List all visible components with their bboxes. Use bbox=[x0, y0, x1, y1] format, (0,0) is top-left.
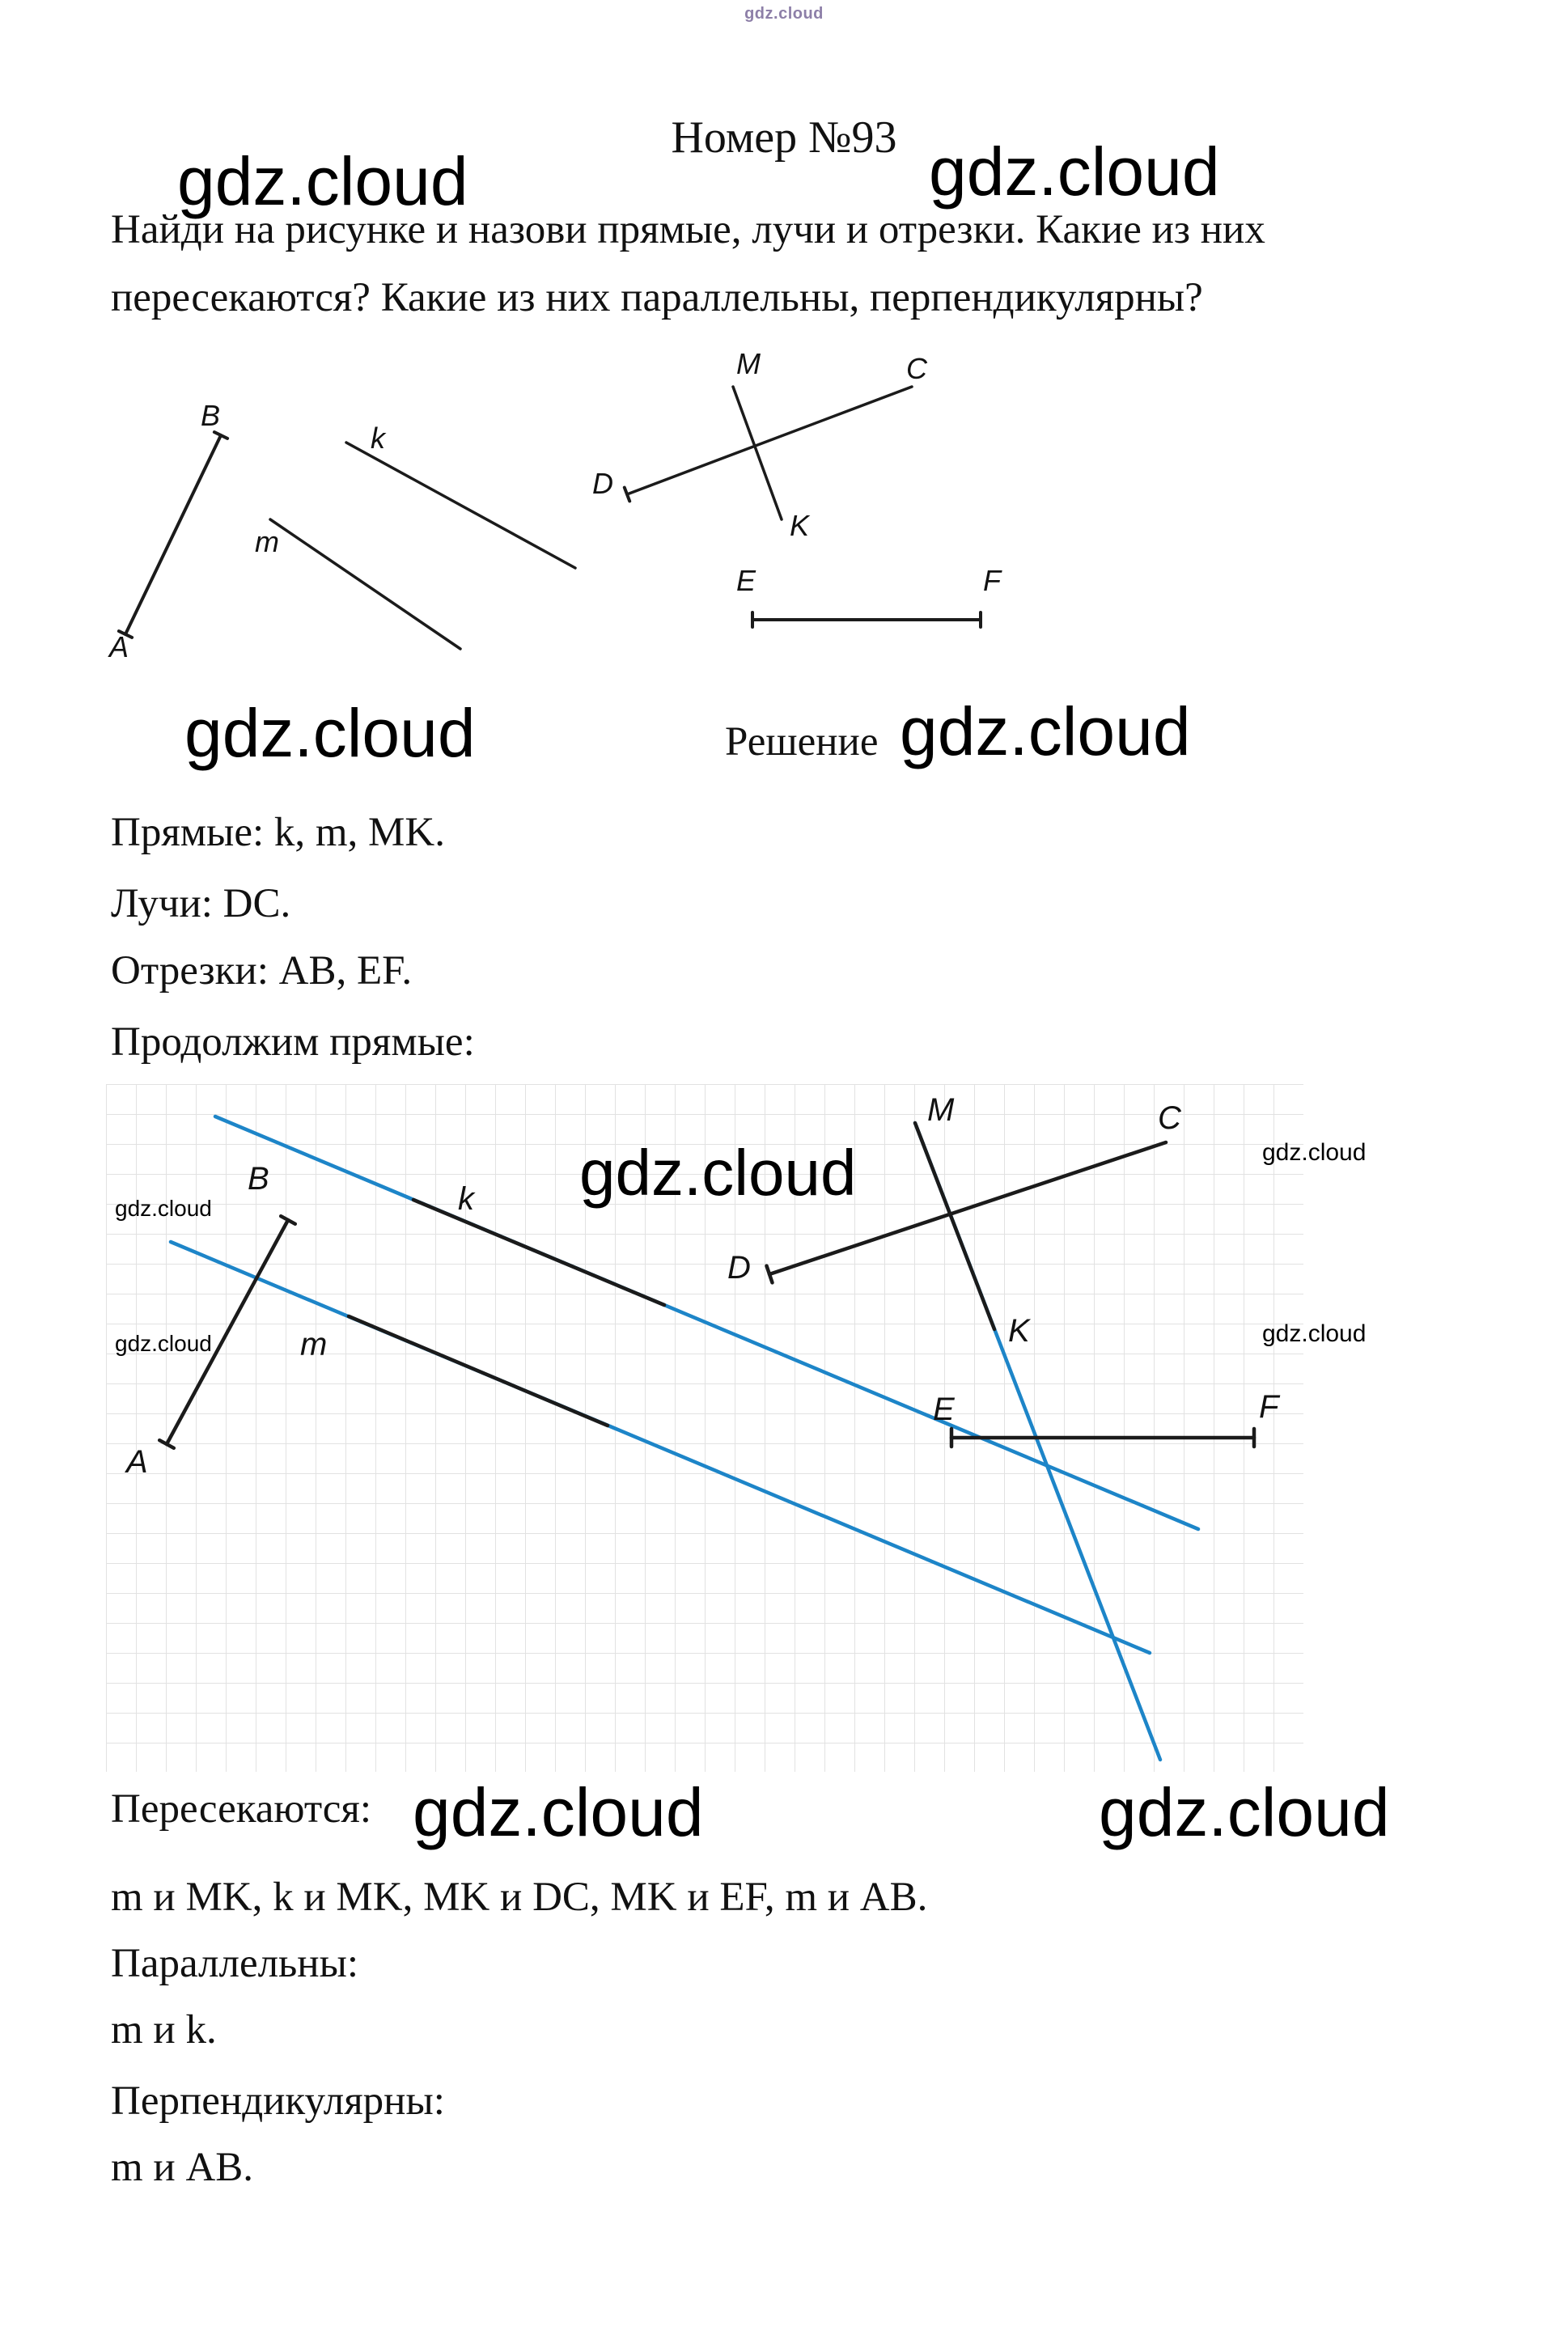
figure-original-svg: B A k m M K D C E F bbox=[108, 348, 1002, 663]
label-d: D bbox=[592, 467, 613, 500]
figure-extended-svg: B A k m M C D K E F bbox=[125, 1092, 1281, 1762]
intersect-label: Пересекаются: bbox=[111, 1786, 372, 1832]
ray-dc bbox=[767, 1140, 1168, 1277]
watermark: gdz.cloud bbox=[1262, 1139, 1367, 1166]
endpoint-tick-b bbox=[278, 1214, 298, 1227]
endpoint-tick-d bbox=[622, 485, 632, 503]
label-k-upper: K bbox=[790, 509, 811, 542]
watermark: gdz.cloud bbox=[579, 1137, 857, 1209]
extension-line-k bbox=[213, 1114, 1201, 1532]
watermark: gdz.cloud bbox=[1099, 1774, 1390, 1850]
endpoint-tick-a bbox=[117, 629, 134, 639]
intersect-items: m и MK, k и MK, MK и DC, MK и EF, m и AB… bbox=[111, 1875, 928, 1920]
solution-continue: Продолжим прямые: bbox=[111, 1019, 475, 1065]
perpendicular-label: Перпендикулярны: bbox=[111, 2078, 445, 2124]
parallel-label: Параллельны: bbox=[111, 1941, 359, 1986]
label-e: E bbox=[933, 1392, 956, 1427]
watermark: gdz.cloud bbox=[900, 693, 1191, 769]
watermark: gdz.cloud bbox=[177, 143, 468, 219]
ray-dc bbox=[625, 385, 913, 496]
perpendicular-items: m и AB. bbox=[111, 2145, 254, 2190]
segment-ab bbox=[164, 1218, 290, 1447]
problem-text-line2: пересекаются? Какие из них параллельны, … bbox=[111, 275, 1203, 320]
line-mk bbox=[913, 1121, 997, 1332]
label-d: D bbox=[727, 1250, 751, 1286]
line-mk bbox=[731, 385, 783, 521]
solution-rays: Лучи: DC. bbox=[111, 881, 291, 926]
page-title: Номер №93 bbox=[671, 112, 897, 163]
segment-ab bbox=[124, 434, 222, 636]
label-m-upper: M bbox=[736, 348, 761, 380]
endpoint-tick-a bbox=[157, 1438, 176, 1451]
watermark: gdz.cloud bbox=[115, 1331, 212, 1356]
extension-line-m bbox=[168, 1239, 1152, 1655]
label-b: B bbox=[248, 1161, 269, 1197]
label-a: A bbox=[108, 630, 129, 663]
problem-text-line1: Найди на рисунке и назови прямые, лучи и… bbox=[111, 207, 1265, 252]
line-m bbox=[346, 1314, 610, 1428]
watermark: gdz.cloud bbox=[115, 1196, 212, 1221]
label-m: m bbox=[255, 525, 279, 558]
endpoint-tick-d bbox=[765, 1264, 774, 1285]
label-m: m bbox=[300, 1327, 327, 1362]
solution-segments: Отрезки: AB, EF. bbox=[111, 948, 413, 994]
figure-original: B A k m M K D C E F bbox=[97, 348, 1108, 672]
label-m-upper: M bbox=[927, 1092, 955, 1128]
label-f: F bbox=[983, 564, 1002, 597]
label-k: k bbox=[458, 1181, 476, 1217]
label-a: A bbox=[125, 1444, 148, 1480]
label-k: k bbox=[371, 422, 387, 455]
watermark: gdz.cloud bbox=[929, 133, 1220, 210]
label-c: C bbox=[1158, 1100, 1182, 1136]
line-k bbox=[345, 441, 577, 570]
watermark: gdz.cloud bbox=[1262, 1320, 1367, 1347]
top-watermark: gdz.cloud bbox=[744, 5, 824, 23]
line-k bbox=[411, 1197, 667, 1307]
solution-heading: Решение bbox=[725, 719, 879, 765]
solution-straight-lines: Прямые: k, m, MK. bbox=[111, 810, 445, 855]
label-k-upper: K bbox=[1008, 1313, 1032, 1349]
label-e: E bbox=[736, 564, 756, 597]
label-f: F bbox=[1259, 1389, 1281, 1425]
label-c: C bbox=[906, 352, 928, 385]
figure-extended: B A k m M C D K E F bbox=[106, 1084, 1303, 1772]
endpoint-tick-b bbox=[212, 430, 230, 440]
parallel-items: m и k. bbox=[111, 2007, 217, 2053]
line-m bbox=[269, 518, 462, 650]
label-b: B bbox=[201, 399, 220, 432]
watermark: gdz.cloud bbox=[184, 695, 476, 771]
watermark: gdz.cloud bbox=[413, 1774, 704, 1850]
